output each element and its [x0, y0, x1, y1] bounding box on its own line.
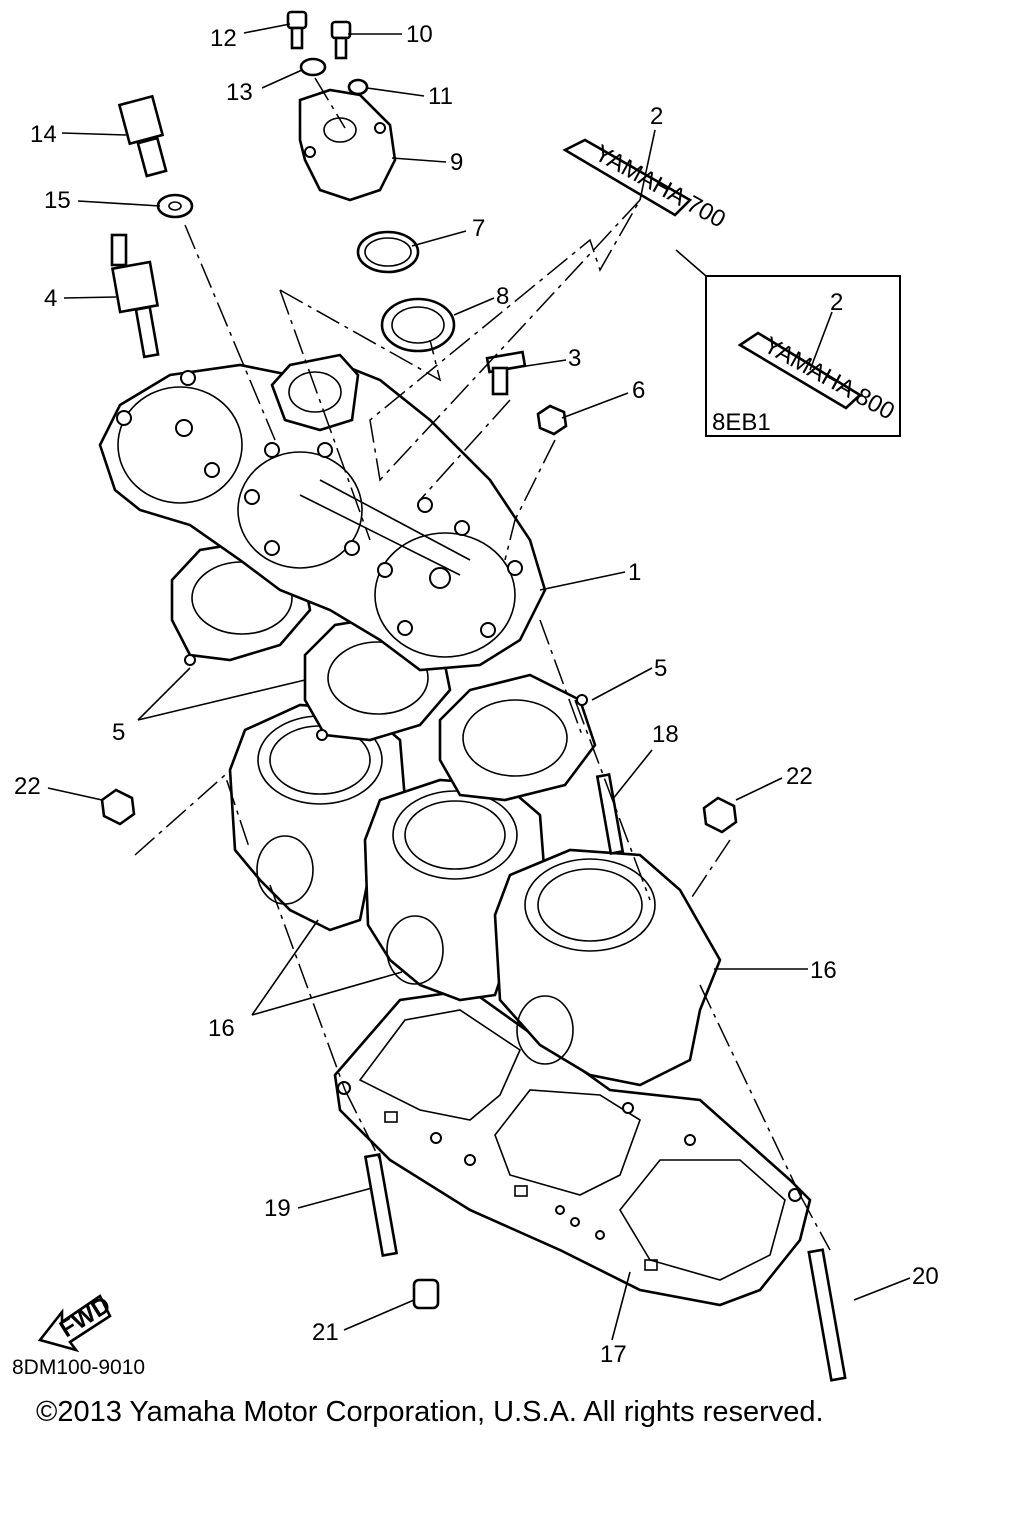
decal-2-inset-text: YAMAHA 800: [759, 332, 899, 426]
bolt-12: [286, 10, 308, 50]
o-ring-7: [356, 230, 420, 274]
callout-5-left: 5: [112, 719, 125, 746]
callout-22-left: 22: [14, 773, 41, 800]
nut-22-left: [100, 788, 136, 826]
callout-1: 1: [628, 559, 641, 586]
callout-5-right: 5: [654, 655, 667, 682]
inset-code: 8EB1: [712, 409, 771, 436]
callout-2-inset: 2: [830, 289, 843, 316]
callout-12: 12: [210, 25, 237, 52]
head-gasket-3: [438, 673, 597, 802]
callout-21: 21: [312, 1319, 339, 1346]
nut-22-right: [702, 796, 738, 834]
copyright-notice: ©2013 Yamaha Motor Corporation, U.S.A. A…: [36, 1396, 824, 1428]
leader-lines: [47, 23, 911, 1341]
thermostat-cover: [298, 88, 397, 202]
nut-21: [412, 1278, 440, 1310]
washer-13: [299, 57, 327, 77]
washer-11: [347, 78, 369, 96]
callout-17: 17: [600, 1341, 627, 1368]
bolt-10: [330, 20, 352, 60]
callout-4: 4: [44, 285, 57, 312]
callout-13: 13: [226, 79, 253, 106]
cylinder-block-3: [493, 848, 722, 1087]
fitting-3: [485, 350, 527, 396]
callout-labels: 12 10 13 11 14 2 9 15 7 4 8 2 3 6 1 5 5 …: [14, 21, 939, 1368]
inset-box: YAMAHA 800 8EB1: [675, 249, 901, 437]
callout-2: 2: [650, 103, 663, 130]
nut-6: [536, 404, 568, 436]
decal-2-text: YAMAHA 700: [590, 140, 730, 234]
drawing-code: 8DM100-9010: [12, 1356, 146, 1379]
callout-8: 8: [496, 283, 509, 310]
callout-10: 10: [406, 21, 433, 48]
callout-22-right: 22: [786, 763, 813, 790]
washer-15: [156, 193, 194, 219]
callout-19: 19: [264, 1195, 291, 1222]
thermostat-8: [380, 297, 456, 353]
decal-2: YAMAHA 700: [562, 138, 730, 234]
callout-3: 3: [568, 345, 581, 372]
callout-15: 15: [44, 187, 71, 214]
callout-11: 11: [428, 83, 453, 110]
stud-20: [807, 1248, 847, 1382]
callout-9: 9: [450, 149, 463, 176]
alignment-lines: [134, 77, 831, 1251]
callout-16-left: 16: [208, 1015, 235, 1042]
callout-20: 20: [912, 1263, 939, 1290]
temperature-sensor: [117, 94, 168, 178]
spark-plug: [110, 233, 160, 359]
callout-6: 6: [632, 377, 645, 404]
callout-18: 18: [652, 721, 679, 748]
callout-14: 14: [30, 121, 57, 148]
fwd-arrow-icon: FWD: [37, 1291, 116, 1353]
stud-18: [595, 773, 625, 855]
fwd-label: FWD: [55, 1291, 116, 1343]
stud-19: [363, 1153, 399, 1257]
callout-7: 7: [472, 215, 485, 242]
callout-16-right: 16: [810, 957, 837, 984]
cylinder-head: [98, 353, 547, 672]
